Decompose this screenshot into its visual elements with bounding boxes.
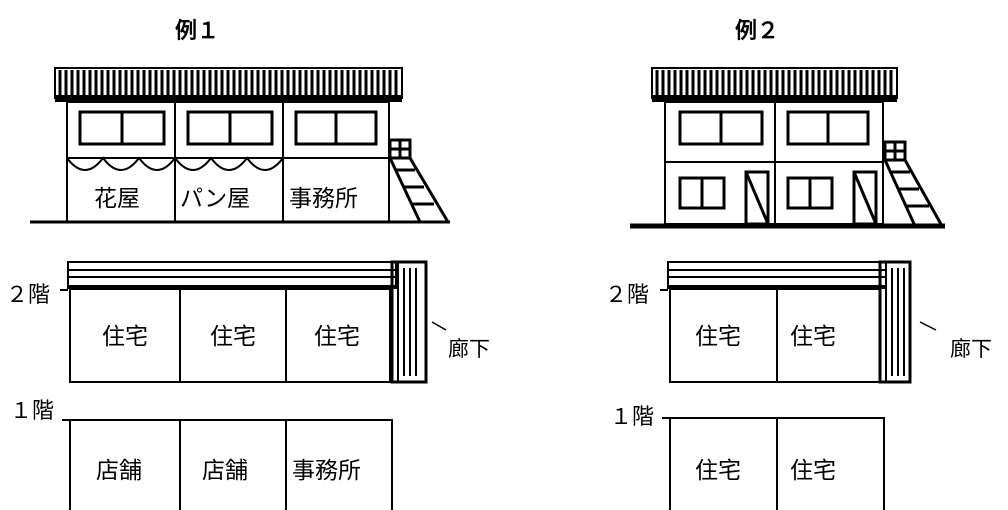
room-label: 住宅 bbox=[102, 324, 148, 350]
room-label: 住宅 bbox=[790, 458, 836, 484]
shop-label-office: 事務所 bbox=[289, 186, 358, 212]
roof-eave bbox=[55, 95, 402, 102]
floor-1-label: １階 bbox=[10, 399, 54, 424]
room-label: 住宅 bbox=[314, 324, 360, 350]
side-staircase bbox=[388, 138, 450, 223]
room-label: 住宅 bbox=[695, 458, 741, 484]
corridor-label: 廊下 bbox=[950, 337, 992, 361]
room-label: 住宅 bbox=[695, 324, 741, 350]
room-label: 事務所 bbox=[292, 458, 361, 484]
floor-2-outline bbox=[69, 288, 391, 383]
awning-scallops bbox=[66, 156, 284, 171]
roof-eave bbox=[652, 95, 897, 102]
roof-stripes bbox=[58, 70, 398, 96]
room-label: 住宅 bbox=[210, 324, 256, 350]
corridor-vertical bbox=[390, 260, 428, 384]
room-label: 店舗 bbox=[96, 458, 142, 484]
example-1: 例１ 花屋 パン屋 bbox=[6, 19, 490, 510]
floor-2-label: ２階 bbox=[605, 283, 649, 308]
upper-windows bbox=[78, 110, 378, 146]
upper-windows bbox=[678, 110, 870, 146]
corridor-vertical bbox=[878, 260, 912, 384]
corridor-pointer bbox=[431, 321, 447, 331]
corridor-band bbox=[667, 261, 887, 289]
lower-windows-and-doors bbox=[678, 170, 878, 226]
example-2-title: 例２ bbox=[735, 19, 779, 44]
shop-label-flower: 花屋 bbox=[94, 186, 140, 212]
side-staircase bbox=[883, 140, 944, 227]
example-2-floor-plan: ２階 住宅 住宅 廊下 １階 住宅 住宅 bbox=[605, 260, 992, 510]
corridor-pointer bbox=[919, 321, 937, 331]
roof-stripes bbox=[655, 70, 893, 96]
example-1-floor-plan: ２階 住宅 住宅 住宅 廊下 １階 bbox=[6, 260, 490, 510]
example-1-building-illustration: 花屋 パン屋 事務所 bbox=[30, 67, 450, 224]
example-2: 例２ bbox=[605, 19, 992, 510]
corridor-band bbox=[67, 261, 397, 289]
corridor-label: 廊下 bbox=[448, 337, 490, 361]
room-label: 店舗 bbox=[202, 458, 248, 484]
example-2-building-illustration bbox=[630, 67, 945, 229]
room-label: 住宅 bbox=[790, 324, 836, 350]
shop-label-bakery: パン屋 bbox=[180, 186, 250, 212]
example-1-title: 例１ bbox=[175, 19, 219, 44]
floor-1-outline bbox=[69, 419, 393, 510]
floor-1-label: １階 bbox=[610, 405, 654, 430]
floor-2-label: ２階 bbox=[6, 283, 50, 308]
